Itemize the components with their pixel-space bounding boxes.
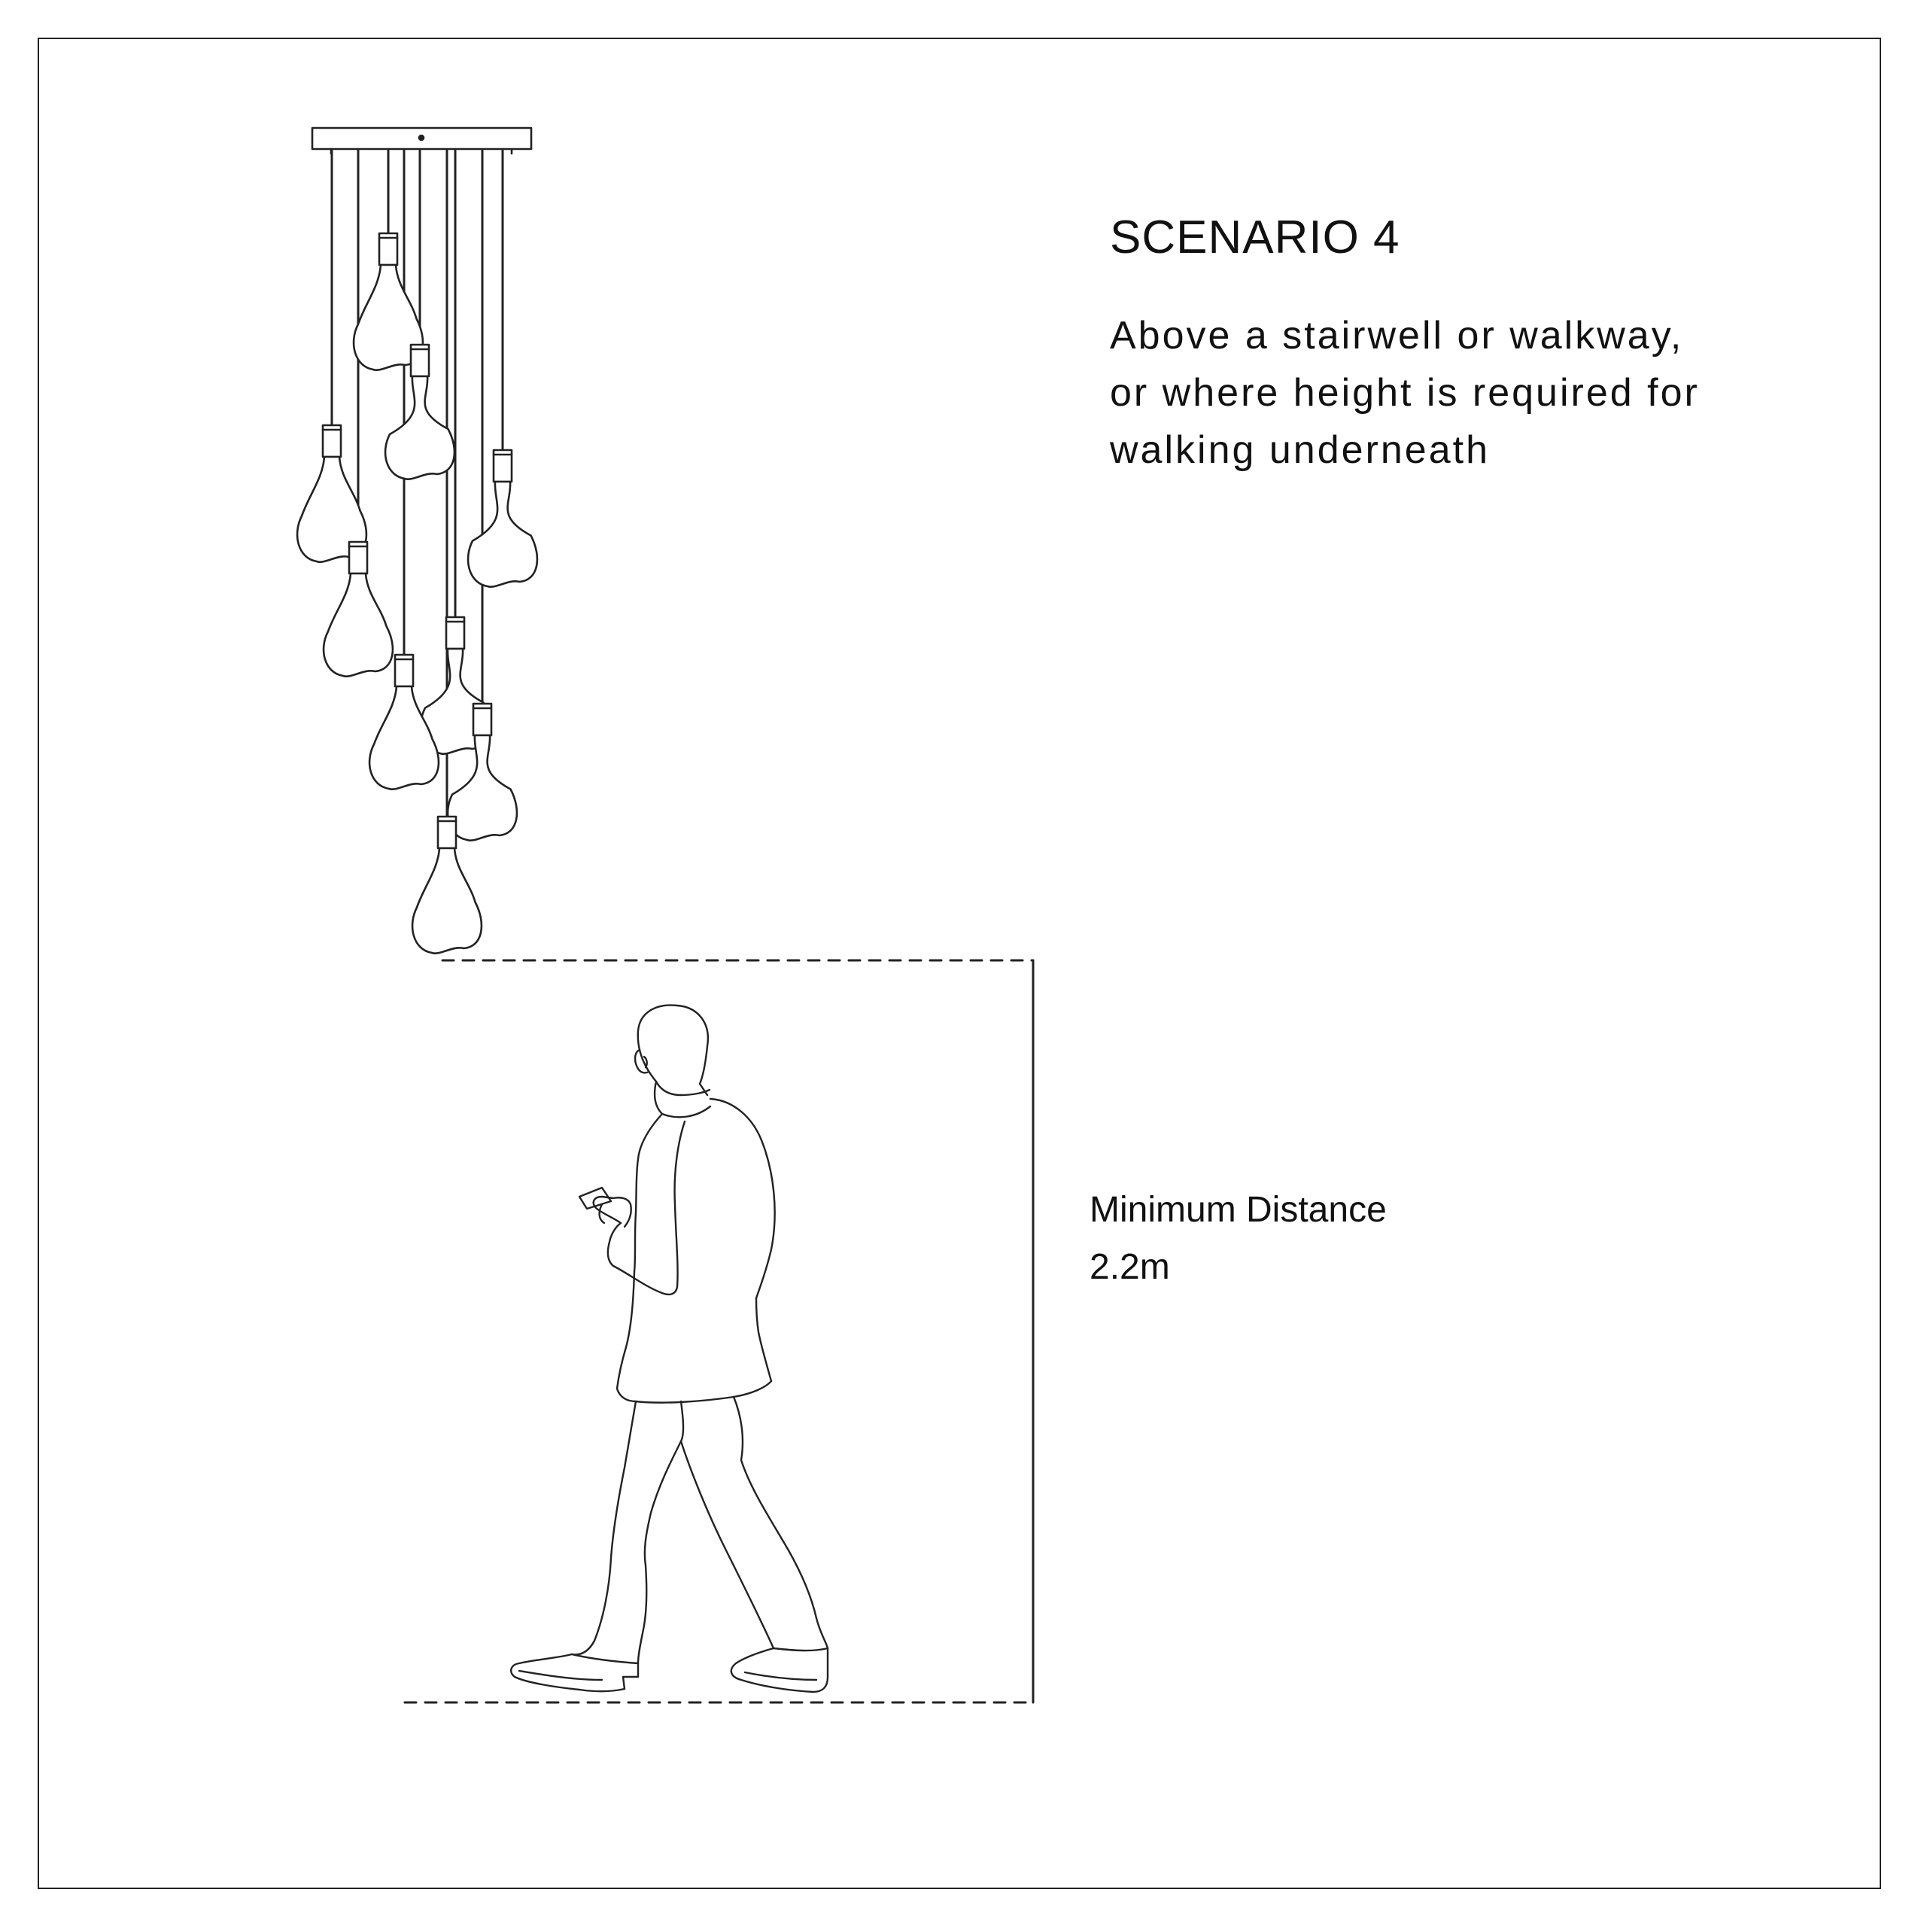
bulb-glass	[446, 734, 518, 842]
pendant-bulb	[467, 449, 539, 589]
diagram-frame	[38, 38, 1881, 1889]
bulb-glass	[322, 572, 394, 678]
bulb-glass	[368, 685, 440, 791]
scenario-description: Above a stairwell or walkway, or where h…	[1110, 307, 1825, 479]
clearance-guides	[403, 959, 1035, 1704]
scenario-title: SCENARIO 4	[1110, 211, 1400, 263]
description-line: or where height is required for	[1110, 371, 1700, 415]
pendant-bulb	[352, 232, 424, 372]
walking-person	[510, 1004, 829, 1693]
bulb-glass	[384, 375, 456, 481]
minimum-distance-label: Minimum Distance 2.2m	[1090, 1182, 1387, 1296]
distance-value: 2.2m	[1090, 1247, 1170, 1287]
bulb-glass	[467, 480, 539, 589]
bulb-glass	[296, 455, 368, 564]
distance-caption: Minimum Distance	[1090, 1190, 1387, 1230]
pendant-bulb	[322, 540, 394, 678]
pendant-bulb	[384, 343, 456, 481]
bulb-glass	[411, 847, 483, 955]
pendant-bulb	[411, 815, 483, 955]
description-line: Above a stairwell or walkway,	[1110, 314, 1684, 357]
bulb-glass	[352, 263, 424, 372]
pendant-bulb	[446, 702, 518, 842]
pendant-bulb	[296, 424, 368, 564]
description-line: walking underneath	[1110, 428, 1490, 472]
ceiling-canopy	[311, 126, 533, 155]
pendant-bulb	[368, 653, 440, 791]
